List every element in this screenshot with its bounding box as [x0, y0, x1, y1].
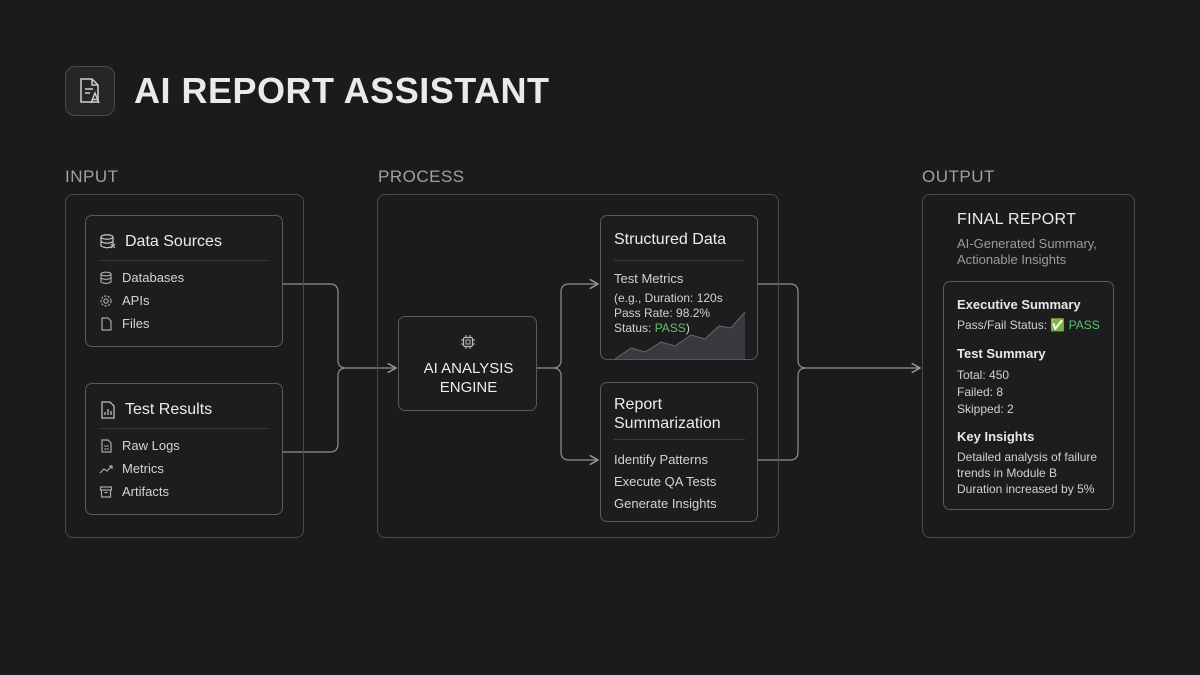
structured-data-card[interactable]: Structured Data Test Metrics (e.g., Dura… — [600, 215, 758, 360]
report-chart-icon — [101, 401, 115, 419]
final-report-title: FINAL REPORT — [957, 211, 1077, 228]
document-lines-icon — [101, 438, 112, 453]
database-icon — [100, 271, 112, 284]
list-item-metrics: Metrics — [99, 461, 164, 476]
metrics-status: Status: PASS) — [614, 321, 690, 335]
key-insights-title: Key Insights — [957, 429, 1035, 444]
file-icon — [101, 316, 112, 331]
artifacts-label: Artifacts — [122, 484, 169, 499]
databases-label: Databases — [122, 270, 185, 285]
summarization-title-line1: Report — [614, 396, 663, 413]
chip-icon — [461, 335, 475, 349]
status-pass-value: PASS — [654, 321, 686, 335]
input-frame — [65, 194, 304, 538]
trend-line-icon — [99, 464, 113, 473]
files-label: Files — [122, 316, 150, 331]
archive-box-icon — [99, 485, 113, 498]
document-a-icon — [80, 78, 100, 104]
summarization-title-line2: Summarization — [614, 415, 721, 432]
test-summary-title: Test Summary — [957, 346, 1046, 361]
raw-logs-label: Raw Logs — [122, 438, 180, 453]
failed-count: Failed: 8 — [957, 385, 1004, 399]
report-summarization-card[interactable]: Report Summarization Identify Patterns E… — [600, 382, 758, 522]
summarization-item-qa-tests: Execute QA Tests — [614, 474, 717, 489]
data-sources-card[interactable]: Data Sources Databases APIs Files — [85, 215, 283, 347]
metrics-pass-rate: Pass Rate: 98.2% — [614, 306, 711, 320]
list-item-apis: APIs — [99, 293, 149, 308]
engine-label-line2: ENGINE — [439, 379, 498, 396]
apis-label: APIs — [122, 293, 150, 308]
engine-label-line1: AI ANALYSIS — [423, 360, 514, 377]
output-section-label: OUTPUT — [922, 167, 995, 186]
skipped-count: Skipped: 2 — [957, 402, 1014, 416]
list-item-files: Files — [99, 316, 149, 331]
metrics-label: Metrics — [122, 461, 164, 476]
list-item-artifacts: Artifacts — [99, 484, 169, 499]
app-title: AI REPORT ASSISTANT — [134, 70, 550, 111]
test-metrics-label: Test Metrics — [614, 271, 684, 286]
insight-line3: Duration increased by 5% — [957, 482, 1095, 496]
final-report-subtitle-line2: Actionable Insights — [957, 252, 1067, 267]
database-stack-icon — [100, 234, 116, 249]
check-icon: ✅ — [1050, 318, 1066, 332]
test-results-card[interactable]: Test Results Raw Logs Metrics Artifacts — [85, 383, 283, 515]
structured-data-title: Structured Data — [614, 231, 727, 248]
exec-status-line: Pass/Fail Status: ✅ PASS — [957, 318, 1100, 332]
executive-summary-title: Executive Summary — [957, 297, 1081, 312]
data-sources-title: Data Sources — [125, 233, 222, 250]
list-item-raw-logs: Raw Logs — [99, 438, 180, 453]
list-item-databases: Databases — [99, 270, 184, 285]
ai-analysis-engine-node[interactable]: AI ANALYSIS ENGINE — [398, 316, 537, 411]
insight-line2: trends in Module B — [957, 466, 1058, 480]
test-results-title: Test Results — [125, 401, 213, 418]
output-frame — [922, 194, 1135, 538]
metrics-duration: (e.g., Duration: 120s — [614, 291, 723, 305]
sparkline-chart — [614, 311, 746, 359]
exec-status-value: PASS — [1068, 318, 1100, 332]
input-section-label: INPUT — [65, 167, 119, 186]
app-logo — [65, 66, 115, 116]
summarization-item-insights: Generate Insights — [614, 496, 717, 511]
summarization-item-patterns: Identify Patterns — [614, 452, 708, 467]
process-frame — [377, 194, 779, 538]
total-count: Total: 450 — [957, 368, 1010, 382]
process-section-label: PROCESS — [378, 167, 465, 186]
gear-icon — [100, 294, 112, 307]
final-report-subtitle-line1: AI-Generated Summary, — [957, 236, 1097, 251]
final-report-card[interactable]: Executive Summary Pass/Fail Status: ✅ PA… — [943, 281, 1114, 510]
insight-line1: Detailed analysis of failure — [957, 450, 1098, 464]
